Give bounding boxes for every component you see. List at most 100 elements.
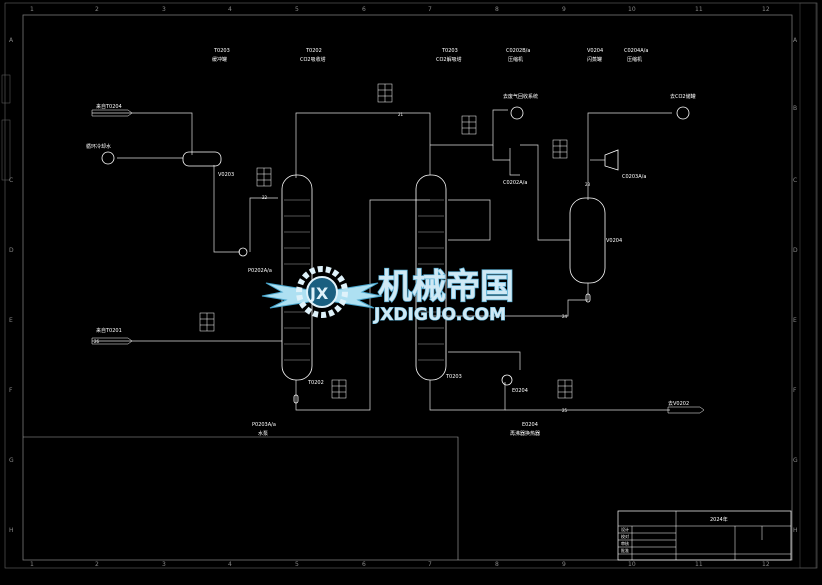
label-from-t0204: 来自T0204: [96, 103, 122, 110]
tag-v0203: V0203: [218, 172, 234, 178]
equip-tag-6: C0204A/a: [624, 48, 648, 54]
equip-tag-2: T0202: [305, 48, 322, 54]
ruler-row-d: D: [793, 247, 798, 254]
ruler-row-g: G: [793, 457, 798, 464]
ruler-col-8-bottom: 8: [495, 561, 499, 568]
arrow-to-v0202: [667, 406, 705, 414]
ruler-row-f: F: [793, 387, 797, 394]
equip-name-1: 缓冲罐: [212, 56, 227, 63]
ruler-row-f-left: F: [9, 387, 13, 394]
ruler-col-3-bottom: 3: [162, 561, 166, 568]
ruler-col-5: 5: [295, 6, 299, 13]
ruler-col-1: 1: [30, 6, 34, 13]
ruler-row-c-left: C: [9, 177, 13, 184]
ruler-col-4: 4: [228, 6, 232, 13]
stream-number: 22: [262, 195, 268, 200]
ruler-col-12-bottom: 12: [762, 561, 770, 568]
watermark-cn: 机械帝国: [378, 267, 514, 307]
line-col2-upper-loop: [448, 199, 491, 241]
line-col2-side: [448, 351, 521, 370]
stream-number: 23: [585, 182, 591, 187]
binding-mark: [1, 119, 11, 181]
equipment: [101, 106, 690, 404]
equip-name-2: CO2吸收塔: [300, 56, 326, 63]
tag-bottom-unit-name: 再沸器换热器: [510, 430, 540, 437]
line-tank-to-pump: [213, 165, 240, 253]
stream-number: 21: [398, 112, 404, 117]
stream-number: 26: [94, 339, 100, 344]
tag-bottom-pump: P0203A/a: [252, 422, 276, 428]
compressor-c0203: [604, 149, 619, 171]
line-to-comp-mid: [492, 145, 510, 161]
tag-bottom-unit: E0204: [522, 422, 538, 428]
ruler-row-h: H: [793, 527, 798, 534]
ruler-row-b: B: [793, 105, 797, 112]
title-block-row: 审核: [621, 540, 629, 546]
line-col1-to-col2: [295, 112, 431, 178]
stream-number: 25: [562, 408, 568, 413]
ruler-col-11-bottom: 11: [695, 561, 703, 568]
bottom-pump: [293, 394, 299, 404]
pump-p0202: [238, 247, 248, 257]
ruler-col-1-bottom: 1: [30, 561, 34, 568]
ruler-col-12: 12: [762, 6, 770, 13]
line-comp-mid: [509, 148, 520, 176]
flash-outlet-valve: [585, 293, 591, 303]
instrument-boxes: [199, 83, 573, 399]
ruler-col-10: 10: [628, 6, 636, 13]
tag-col1-base: T0202: [307, 380, 324, 386]
stream-arrows: [91, 109, 705, 414]
tag-col2-base: T0203: [445, 374, 462, 380]
watermark: JX 机械帝国 JXDIGUO.COM: [261, 266, 515, 326]
line-flash-to-co2: [587, 112, 672, 200]
label-to-co2-storage: 去CO2储罐: [670, 93, 696, 100]
ruler-col-6-bottom: 6: [362, 561, 366, 568]
process-lines: [92, 109, 672, 411]
line-to-flash: [520, 144, 570, 241]
ruler-col-8: 8: [495, 6, 499, 13]
flash-tank-v0204: [569, 197, 606, 284]
ruler-col-7-bottom: 7: [428, 561, 432, 568]
tag-flash: V0204: [606, 238, 622, 244]
tag-reboiler: E0204: [512, 388, 528, 394]
ruler-row-a-left: A: [9, 37, 14, 44]
tag-compressor-mid: C0202A/a: [503, 180, 527, 186]
equip-name-6: 压缩机: [627, 56, 642, 63]
equip-tag-3: T0203: [441, 48, 458, 54]
ruler-row-e: E: [793, 317, 797, 324]
tag-bottom-pump-name: 水泵: [258, 430, 268, 437]
column-t0203: [415, 174, 447, 381]
arrow-from-t0204: [91, 109, 133, 117]
watermark-gear-icon: [296, 266, 348, 318]
tag-pump1: P0202A/a: [248, 268, 272, 274]
ruler-row-c: C: [793, 177, 797, 184]
label-cooling-water: 循环冷却水: [86, 143, 111, 150]
equip-name-3: CO2解吸塔: [436, 56, 462, 63]
ruler-row-h-left: H: [9, 527, 14, 534]
ruler-col-11: 11: [695, 6, 703, 13]
cooling-water-exchanger: [101, 151, 115, 165]
buffer-tank: [182, 151, 222, 167]
line-col1-bottom-loop: [295, 199, 430, 411]
right-margin-strip: [799, 2, 817, 569]
watermark-en: JXDIGUO.COM: [373, 305, 506, 325]
title-block: 2024年 设计 校对 审核 批准: [617, 510, 792, 561]
column-ruler: 1 2 3 4 5 6 7 8 9 10 11 12 1 2 3 4 5 6 7…: [30, 6, 770, 568]
stream-number: 24: [562, 314, 568, 319]
ruler-col-6: 6: [362, 6, 366, 13]
equip-name-4: 压缩机: [508, 56, 523, 63]
label-to-v0202: 去V0202: [668, 400, 689, 407]
title-block-title: 2024年: [710, 516, 728, 523]
binding-mark: [1, 74, 11, 104]
ruler-row-d-left: D: [9, 247, 14, 254]
equip-tag-5: V0204: [587, 48, 603, 54]
column-t0202: [281, 174, 313, 381]
ruler-col-7: 7: [428, 6, 432, 13]
line-col2-to-comp: [430, 109, 508, 146]
ruler-row-e-left: E: [9, 317, 13, 324]
title-block-row: 设计: [621, 526, 629, 532]
ruler-row-a: A: [793, 37, 798, 44]
label-to-gas-recovery: 去废气回收系统: [503, 93, 538, 100]
